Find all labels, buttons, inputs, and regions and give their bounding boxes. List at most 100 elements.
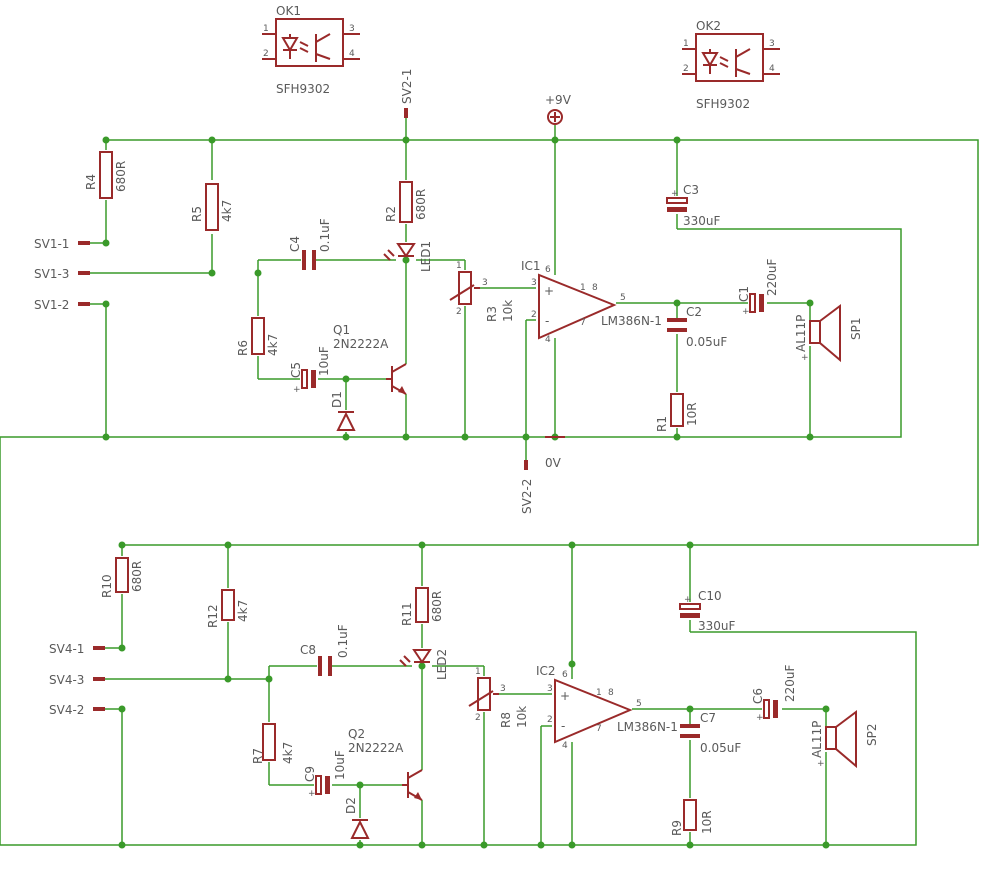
svg-text:C2: C2 [686, 305, 702, 319]
capacitor-c2: C2 0.05uF [667, 305, 727, 349]
svg-text:4: 4 [562, 741, 568, 751]
svg-text:-: - [561, 719, 565, 733]
svg-text:10R: 10R [685, 402, 699, 426]
svg-text:C1: C1 [737, 286, 751, 302]
svg-text:+: + [801, 353, 809, 363]
svg-text:2N2222A: 2N2222A [348, 741, 404, 755]
capacitor-c8: C8 0.1uF [300, 624, 350, 676]
svg-text:6: 6 [545, 265, 551, 275]
svg-text:Q1: Q1 [333, 323, 350, 337]
capacitor-c6: + C6 220uF [751, 664, 797, 723]
resistor-r9: R9 10R [670, 799, 714, 836]
svg-text:D2: D2 [344, 797, 358, 814]
transistor-q1: Q1 2N2222A [333, 323, 407, 395]
svg-text:4: 4 [545, 335, 551, 345]
svg-text:R9: R9 [670, 820, 684, 836]
svg-text:C5: C5 [289, 362, 303, 378]
potentiometer-r3: 1 2 3 R3 10k [449, 261, 515, 322]
svg-text:C9: C9 [303, 766, 317, 782]
svg-text:C10: C10 [698, 589, 722, 603]
diode-d2: D2 [344, 797, 370, 839]
svg-text:0.05uF: 0.05uF [700, 741, 741, 755]
optocoupler-ok1: OK1 SFH9302 1 2 3 4 [262, 4, 360, 96]
sv4-pin1-label: SV4-1 [49, 642, 84, 656]
svg-text:0.1uF: 0.1uF [336, 624, 350, 658]
svg-text:C7: C7 [700, 711, 716, 725]
svg-text:5: 5 [636, 699, 642, 709]
svg-text:+: + [742, 307, 750, 317]
svg-text:0.1uF: 0.1uF [318, 218, 332, 252]
svg-text:10k: 10k [515, 706, 529, 728]
channel-2-wiring [0, 545, 917, 846]
svg-text:3: 3 [531, 278, 537, 288]
capacitor-c10: + C10 330uF [679, 589, 736, 633]
sv2-2-label: SV2-2 [520, 479, 534, 514]
svg-text:8: 8 [592, 283, 598, 293]
svg-text:5: 5 [620, 293, 626, 303]
ok1-name: OK1 [276, 4, 301, 18]
resistor-r4: R4 680R [84, 151, 128, 199]
svg-text:AL11P: AL11P [794, 315, 808, 352]
diode-d1: D1 [330, 391, 356, 431]
sv2-1-label: SV2-1 [400, 69, 414, 104]
svg-text:R5: R5 [190, 206, 204, 222]
ok2-pin3: 3 [769, 39, 775, 49]
svg-text:LED2: LED2 [435, 649, 449, 680]
svg-text:R2: R2 [384, 206, 398, 222]
ok1-pin4: 4 [349, 49, 355, 59]
svg-text:1: 1 [475, 667, 481, 677]
ok2-name: OK2 [696, 19, 721, 33]
svg-text:2N2222A: 2N2222A [333, 337, 389, 351]
resistor-r6: R6 4k7 [236, 317, 280, 356]
ok2-pin2: 2 [683, 64, 689, 74]
svg-text:R4: R4 [84, 174, 98, 190]
svg-text:LM386N-1: LM386N-1 [617, 720, 678, 734]
svg-text:R3: R3 [485, 306, 499, 322]
sv4-pin3-label: SV4-3 [49, 673, 84, 687]
svg-text:Q2: Q2 [348, 727, 365, 741]
sv1-pin3-label: SV1-3 [34, 267, 69, 281]
ok2-value: SFH9302 [696, 97, 750, 111]
resistor-r12: R12 4k7 [206, 589, 250, 628]
svg-text:6: 6 [562, 670, 568, 680]
capacitor-c5: + C5 10uF [289, 346, 331, 395]
svg-text:4k7: 4k7 [266, 334, 280, 356]
capacitor-c7: C7 0.05uF [680, 711, 741, 755]
svg-text:R11: R11 [400, 602, 414, 626]
sv1-pin2-label: SV1-2 [34, 298, 69, 312]
capacitor-c9: + C9 10uF [303, 750, 347, 799]
svg-text:C3: C3 [683, 183, 699, 197]
svg-text:IC1: IC1 [521, 259, 541, 273]
svg-text:LED1: LED1 [419, 241, 433, 272]
led-2: LED2 [399, 649, 449, 680]
svg-text:+: + [671, 189, 679, 199]
svg-text:2: 2 [547, 715, 553, 725]
svg-text:R12: R12 [206, 604, 220, 628]
svg-text:220uF: 220uF [765, 258, 779, 296]
amplifier-ic2: + - 3 2 6 4 1 8 7 5 IC2 LM386N-1 [536, 664, 678, 751]
svg-text:+: + [684, 595, 692, 605]
ok1-pin2: 2 [263, 49, 269, 59]
resistor-r10: R10 680R [100, 557, 144, 598]
channel-2-junctions [118, 541, 830, 849]
connector-sv1: SV1-1 SV1-3 SV1-2 [34, 237, 90, 312]
svg-text:0.05uF: 0.05uF [686, 335, 727, 349]
svg-text:+: + [293, 385, 301, 395]
svg-text:AL11P: AL11P [810, 721, 824, 758]
ok1-pin1: 1 [263, 24, 269, 34]
speaker-sp2: AL11P + SP2 [810, 710, 879, 769]
resistor-r7: R7 4k7 [251, 723, 295, 764]
svg-text:3: 3 [482, 278, 488, 288]
svg-text:R7: R7 [251, 748, 265, 764]
svg-text:4k7: 4k7 [220, 200, 234, 222]
capacitor-c1: + C1 220uF [737, 258, 779, 317]
svg-text:+: + [544, 284, 554, 298]
potentiometer-r8: 1 2 3 R8 10k [468, 667, 529, 728]
svg-text:3: 3 [500, 684, 506, 694]
svg-text:LM386N-1: LM386N-1 [601, 314, 662, 328]
svg-text:8: 8 [608, 688, 614, 698]
resistor-r11: R11 680R [400, 587, 444, 626]
svg-text:+: + [817, 759, 825, 769]
resistor-r5: R5 4k7 [190, 183, 234, 231]
svg-text:2: 2 [456, 307, 462, 317]
